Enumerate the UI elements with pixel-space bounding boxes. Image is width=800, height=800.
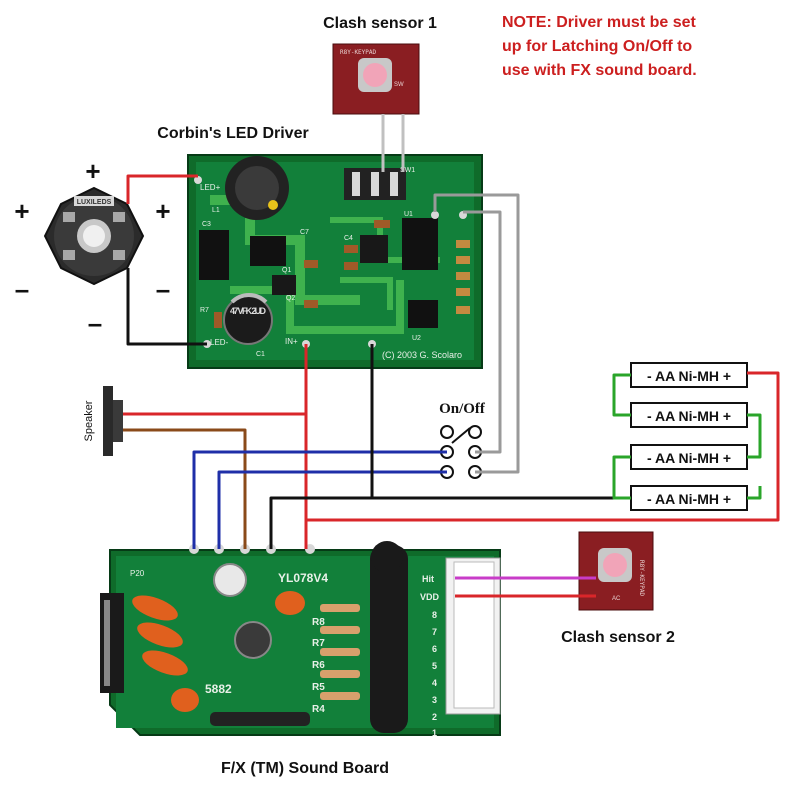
clash-sensor-2-label: Clash sensor 2 (561, 629, 675, 646)
battery-2-label: - AA Ni-MH + (647, 408, 731, 424)
clash-sensor-1: R8Y-KEYPAD SW (332, 43, 420, 172)
clash-sensor-2: R8Y-KEYPAD AC (578, 531, 654, 611)
sw1-label: SW1 (400, 167, 415, 174)
battery-4-label: - AA Ni-MH + (647, 491, 731, 507)
led-minus-bottom: – (88, 308, 102, 338)
r7-label: R7 (200, 307, 209, 314)
sound-board-label: F/X (TM) Sound Board (221, 760, 389, 777)
capacitor-text: 47 VFK 2UD (230, 306, 267, 316)
battery-pack: - AA Ni-MH + - AA Ni-MH + - AA Ni-MH + -… (630, 362, 748, 511)
led-plus-left: + (14, 196, 29, 226)
led-driver-label: Corbin's LED Driver (157, 125, 308, 142)
resistor-label-r5: R5 (312, 682, 325, 693)
c3-label: C3 (202, 221, 211, 228)
pin-5: 5 (432, 661, 437, 671)
driver-copyright: (C) 2003 G. Scolaro (382, 350, 462, 360)
l1-label: L1 (212, 207, 220, 214)
led-driver-board: 47 VFK 2UD LED+ LED- IN+ (C) 2003 G. Sco… (187, 154, 483, 369)
speaker: Speaker (83, 386, 123, 456)
p20-label: P20 (130, 569, 145, 578)
svg-text:AC: AC (612, 596, 621, 602)
led-star: LUXILEDS + + + – – – (14, 156, 170, 338)
speaker-label: Speaker (83, 400, 95, 441)
led-minus-pad-label: LED- (210, 338, 229, 347)
battery-1 (630, 362, 748, 388)
fx-sound-board: R8 R7 R6 R5 R4 YL078V4 5882 P20 Hit VDD … (100, 541, 501, 738)
c7-label: C7 (300, 229, 309, 236)
led-plus-pad-label: LED+ (200, 183, 221, 192)
c4-label: C4 (344, 235, 353, 242)
svg-text:R8Y-KEYPAD: R8Y-KEYPAD (638, 560, 645, 597)
pin-1: 1 (432, 728, 437, 738)
u1-label: U1 (404, 211, 413, 218)
wires (123, 174, 780, 598)
pin-3: 3 (432, 695, 437, 705)
led-plus-right: + (155, 196, 170, 226)
battery-3-label: - AA Ni-MH + (647, 450, 731, 466)
part-number: 5882 (205, 682, 232, 696)
pin-6: 6 (432, 644, 437, 654)
pin-8: 8 (432, 610, 437, 620)
led-minus-right: – (156, 274, 170, 304)
pin-4: 4 (432, 678, 437, 688)
note-line-2: up for Latching On/Off to (502, 38, 692, 55)
svg-text:R8Y-KEYPAD: R8Y-KEYPAD (340, 49, 377, 56)
q2-label: Q2 (286, 295, 295, 302)
led-minus-left: – (15, 274, 29, 304)
resistor-label-r6: R6 (312, 660, 325, 671)
in-plus-pad-label: IN+ (285, 337, 298, 346)
pin-2: 2 (432, 712, 437, 722)
led-brand: LUXILEDS (77, 199, 112, 206)
resistor-label-r8: R8 (312, 617, 325, 628)
pin-7: 7 (432, 627, 437, 637)
resistor-label-r4: R4 (312, 704, 325, 715)
q1-label: Q1 (282, 267, 291, 274)
resistor-label-r7: R7 (312, 638, 325, 649)
battery-3 (630, 444, 748, 470)
svg-text:SW: SW (394, 82, 404, 88)
led-plus-top: + (85, 156, 100, 186)
hit-pin-label: Hit (422, 574, 434, 584)
c1-label: C1 (256, 351, 265, 358)
vdd-pin-label: VDD (420, 592, 440, 602)
on-off-label: On/Off (439, 401, 486, 417)
note-line-3: use with FX sound board. (502, 62, 697, 79)
u2-label: U2 (412, 335, 421, 342)
battery-1-label: - AA Ni-MH + (647, 368, 731, 384)
clash-sensor-1-label: Clash sensor 1 (323, 15, 437, 32)
note-line-1: NOTE: Driver must be set (502, 14, 697, 31)
chip-label: YL078V4 (278, 571, 328, 585)
